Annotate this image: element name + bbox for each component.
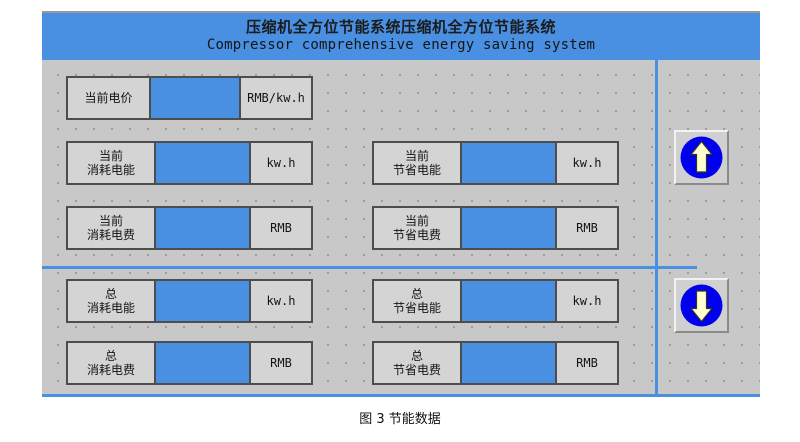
row-label: 总 节省电费 — [374, 343, 462, 383]
row-label: 当前 节省电费 — [374, 208, 462, 248]
section-divider-horizontal — [42, 266, 697, 269]
label-line-1: 当前 — [404, 149, 429, 163]
title-english: Compressor comprehensive energy saving s… — [206, 37, 596, 53]
row-total-consumed-cost[interactable]: 总 消耗电费 RMB — [66, 341, 313, 385]
unit-label: kw.h — [266, 294, 296, 308]
label-line-1: 当前 — [98, 214, 123, 228]
row-label: 总 消耗电能 — [68, 281, 156, 321]
value-field[interactable] — [156, 208, 251, 248]
label-line-2: 消耗电能 — [86, 301, 135, 315]
unit-label: kw.h — [572, 294, 602, 308]
unit-label: RMB/kw.h — [247, 91, 305, 105]
label-line-1: 总 — [410, 349, 423, 363]
unit-label: RMB — [576, 221, 598, 235]
value-field[interactable] — [151, 78, 241, 118]
arrow-down-icon — [679, 283, 724, 328]
label-line-2: 消耗电能 — [86, 163, 135, 177]
row-current-saved-energy[interactable]: 当前 节省电能 kw.h — [372, 141, 619, 185]
label-line-1: 总 — [410, 287, 423, 301]
label-line-2: 消耗电费 — [86, 228, 135, 242]
row-current-consumed-energy[interactable]: 当前 消耗电能 kw.h — [66, 141, 313, 185]
label-line-2: 节省电费 — [392, 363, 441, 377]
label-line-1: 总 — [104, 349, 117, 363]
nav-down-button[interactable] — [674, 278, 729, 333]
label-line-1: 当前 — [404, 214, 429, 228]
unit-label: kw.h — [266, 156, 296, 170]
value-field[interactable] — [462, 208, 557, 248]
value-field[interactable] — [462, 343, 557, 383]
screen-title-banner: 压缩机全方位节能系统压缩机全方位节能系统 Compressor comprehe… — [42, 13, 760, 60]
title-chinese: 压缩机全方位节能系统压缩机全方位节能系统 — [245, 18, 556, 36]
value-field[interactable] — [156, 281, 251, 321]
label-line-1: 当前电价 — [84, 91, 133, 105]
unit-label: RMB — [576, 356, 598, 370]
value-field[interactable] — [462, 143, 557, 183]
label-line-2: 节省电费 — [392, 228, 441, 242]
unit-label: kw.h — [572, 156, 602, 170]
hmi-screen-frame: 压缩机全方位节能系统压缩机全方位节能系统 Compressor comprehe… — [42, 11, 760, 397]
row-total-saved-energy[interactable]: 总 节省电能 kw.h — [372, 279, 619, 323]
arrow-up-icon — [679, 135, 724, 180]
value-field[interactable] — [156, 143, 251, 183]
row-label: 当前 消耗电能 — [68, 143, 156, 183]
row-current-consumed-cost[interactable]: 当前 消耗电费 RMB — [66, 206, 313, 250]
label-line-1: 当前 — [98, 149, 123, 163]
value-field[interactable] — [462, 281, 557, 321]
row-label: 总 消耗电费 — [68, 343, 156, 383]
unit-label: RMB — [270, 356, 292, 370]
nav-column-divider — [655, 60, 658, 394]
row-label: 当前 消耗电费 — [68, 208, 156, 248]
row-label: 当前 节省电能 — [374, 143, 462, 183]
label-line-1: 总 — [104, 287, 117, 301]
label-line-2: 节省电能 — [392, 163, 441, 177]
row-current-saved-cost[interactable]: 当前 节省电费 RMB — [372, 206, 619, 250]
label-line-2: 节省电能 — [392, 301, 441, 315]
row-label: 总 节省电能 — [374, 281, 462, 321]
row-current-price[interactable]: 当前电价 RMB/kw.h — [66, 76, 313, 120]
panel-bottom-rule — [42, 394, 760, 397]
figure-caption: 图 3 节能数据 — [359, 412, 441, 427]
row-label: 当前电价 — [68, 78, 152, 118]
nav-up-button[interactable] — [674, 130, 729, 185]
row-total-saved-cost[interactable]: 总 节省电费 RMB — [372, 341, 619, 385]
unit-label: RMB — [270, 221, 292, 235]
row-total-consumed-energy[interactable]: 总 消耗电能 kw.h — [66, 279, 313, 323]
label-line-2: 消耗电费 — [86, 363, 135, 377]
value-field[interactable] — [156, 343, 251, 383]
